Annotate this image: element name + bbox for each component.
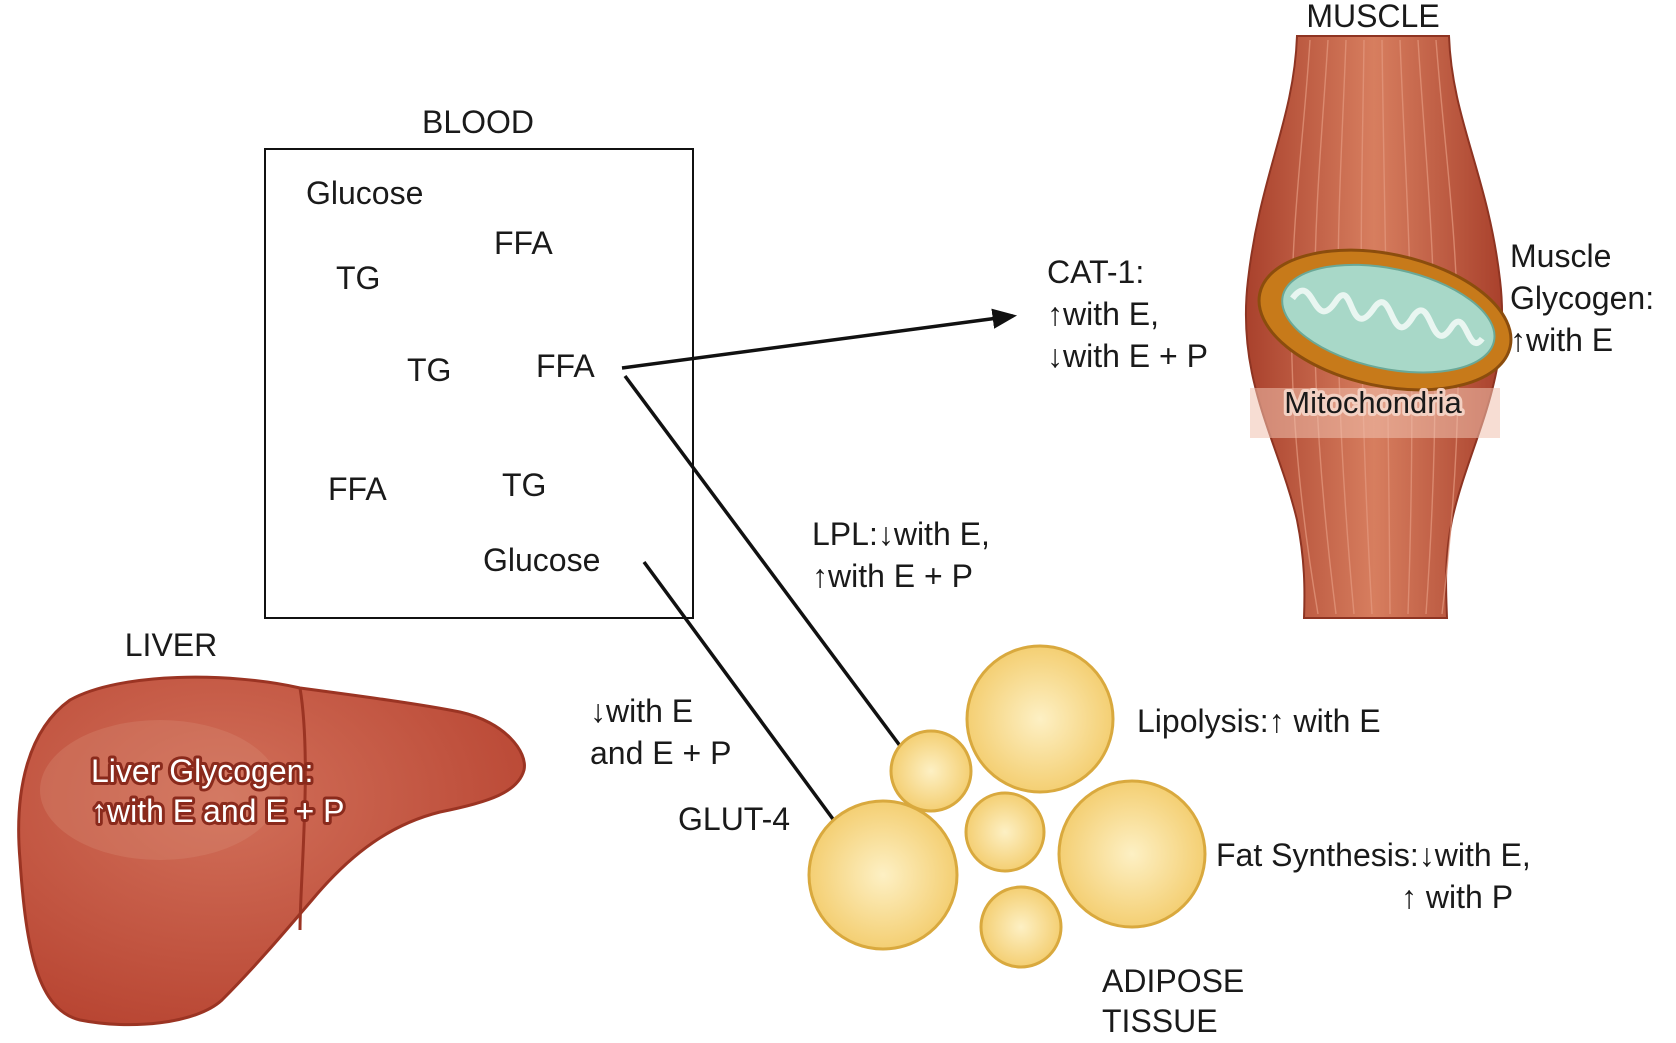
lpl-annotation: LPL:↓with E, ↑with E + P [812,516,990,594]
lpl-line-1: LPL:↓with E, [812,516,990,552]
muscle-title: MUSCLE [1306,0,1439,34]
muscle-glycogen-line-2: Glycogen: [1510,280,1654,316]
liver: LIVER Liver Glycogen: ↑with E and E + P [17,627,526,1027]
blood-item-tg-2: TG [407,352,451,388]
blood-item-ffa-1: FFA [494,225,553,261]
blood-item-tg-1: TG [336,260,380,296]
glut4-effect-line-2: and E + P [590,735,731,771]
lipolysis-label: Lipolysis:↑ with E [1137,703,1381,739]
arrows [621,308,1018,868]
arrow-ffa-to-adipose [623,374,921,774]
liver-lobe-line [298,687,307,931]
liver-title: LIVER [125,627,217,663]
blood-item-tg-3: TG [502,467,546,503]
blood-item-glucose-2: Glucose [483,542,600,578]
glut4-name: GLUT-4 [678,801,790,837]
cat1-annotation: CAT-1: ↑with E, ↓with E + P [1047,254,1208,374]
blood-box [264,148,694,619]
arrow-glucose-to-adipose [642,560,869,868]
blood-item-ffa-3: FFA [328,471,387,507]
blood-title: BLOOD [422,104,534,140]
blood-item-glucose-1: Glucose [306,175,423,211]
fat-cell-large-left [807,799,959,951]
fat-cell-small-bottom [979,885,1063,969]
mitochondria-icon [1257,248,1513,392]
cat1-line-2: ↑with E, [1047,296,1159,332]
fat-cell-large-right [1057,779,1207,929]
cat1-line-1: CAT-1: [1047,254,1144,290]
fat-synthesis-line-1: Fat Synthesis:↓with E, [1216,837,1531,873]
liver-highlight [40,720,280,860]
glut4-effect-line-1: ↓with E [590,693,693,729]
glut4-annotation: ↓with E and E + P GLUT-4 [590,693,790,837]
adipose-tissue: Lipolysis:↑ with E Fat Synthesis:↓with E… [807,644,1531,1039]
fat-cell-small-left [889,729,973,813]
arrow-ffa-to-muscle [621,308,1018,370]
muscle-glycogen-line-1: Muscle [1510,238,1611,274]
blood-compartment: BLOOD Glucose FFA TG TG FFA FFA TG Gluco… [264,104,694,619]
muscle-label-band [1250,388,1500,438]
muscle: MUSCLE Mitochondria Muscle Glycogen: ↑wi… [1244,0,1654,619]
fat-cell-large-top [965,644,1115,794]
blood-item-ffa-2: FFA [536,348,595,384]
adipose-title-line-1: ADIPOSE [1102,963,1244,999]
cat1-line-3: ↓with E + P [1047,338,1208,374]
mitochondria-label: Mitochondria [1284,385,1462,420]
lpl-line-2: ↑with E + P [812,558,973,594]
liver-glycogen-line-2: ↑with E and E + P [91,793,344,829]
liver-glycogen-line-1: Liver Glycogen: [91,753,313,789]
fat-synthesis-line-2: ↑ with P [1401,879,1513,915]
liver-shape [17,675,526,1027]
muscle-glycogen-line-3: ↑with E [1510,322,1613,358]
adipose-title-line-2: TISSUE [1102,1003,1218,1038]
fat-cell-small-center [964,791,1046,873]
